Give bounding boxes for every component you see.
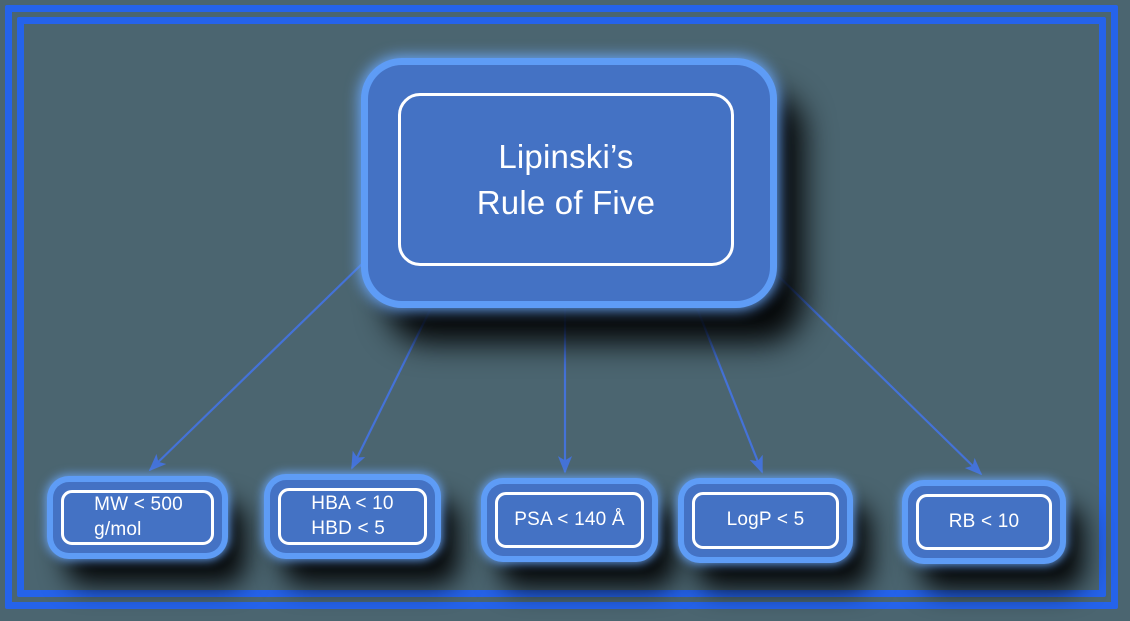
root-node-lipinskis-rule-of-five[interactable]: Lipinski’s Rule of Five [368,65,770,301]
rule-node-polar-surface-area[interactable]: PSA < 140 Å [487,484,652,556]
rule-node-molecular-weight[interactable]: MW < 500 g/mol [53,482,222,553]
rule-node-logp[interactable]: LogP < 5 [684,484,847,557]
rule-node-label: LogP < 5 [726,509,805,531]
connector-to-rule-1 [148,261,365,472]
connector-to-rule-2 [351,297,437,470]
rule-node-inner-outline: HBA < 10 HBD < 5 [278,488,427,545]
rule-node-label: PSA < 140 Å [514,508,625,530]
rule-node-inner-outline: MW < 500 g/mol [61,490,214,545]
rule-node-inner-outline: LogP < 5 [692,492,839,549]
rule-node-inner-outline: PSA < 140 Å [495,492,644,548]
rule-node-label: HBA < 10 HBD < 5 [311,493,394,539]
rule-node-inner-outline: RB < 10 [916,494,1052,550]
root-node-inner-outline: Lipinski’s Rule of Five [398,93,734,266]
rule-node-label: MW < 500 g/mol [94,494,183,540]
connector-to-rule-5 [763,261,983,476]
root-node-label: Lipinski’s Rule of Five [476,137,656,221]
connector-to-rule-4 [691,297,764,474]
rule-node-hydrogen-bonds[interactable]: HBA < 10 HBD < 5 [270,480,435,553]
rule-node-rotatable-bonds[interactable]: RB < 10 [908,486,1060,558]
rule-node-label: RB < 10 [948,510,1020,532]
